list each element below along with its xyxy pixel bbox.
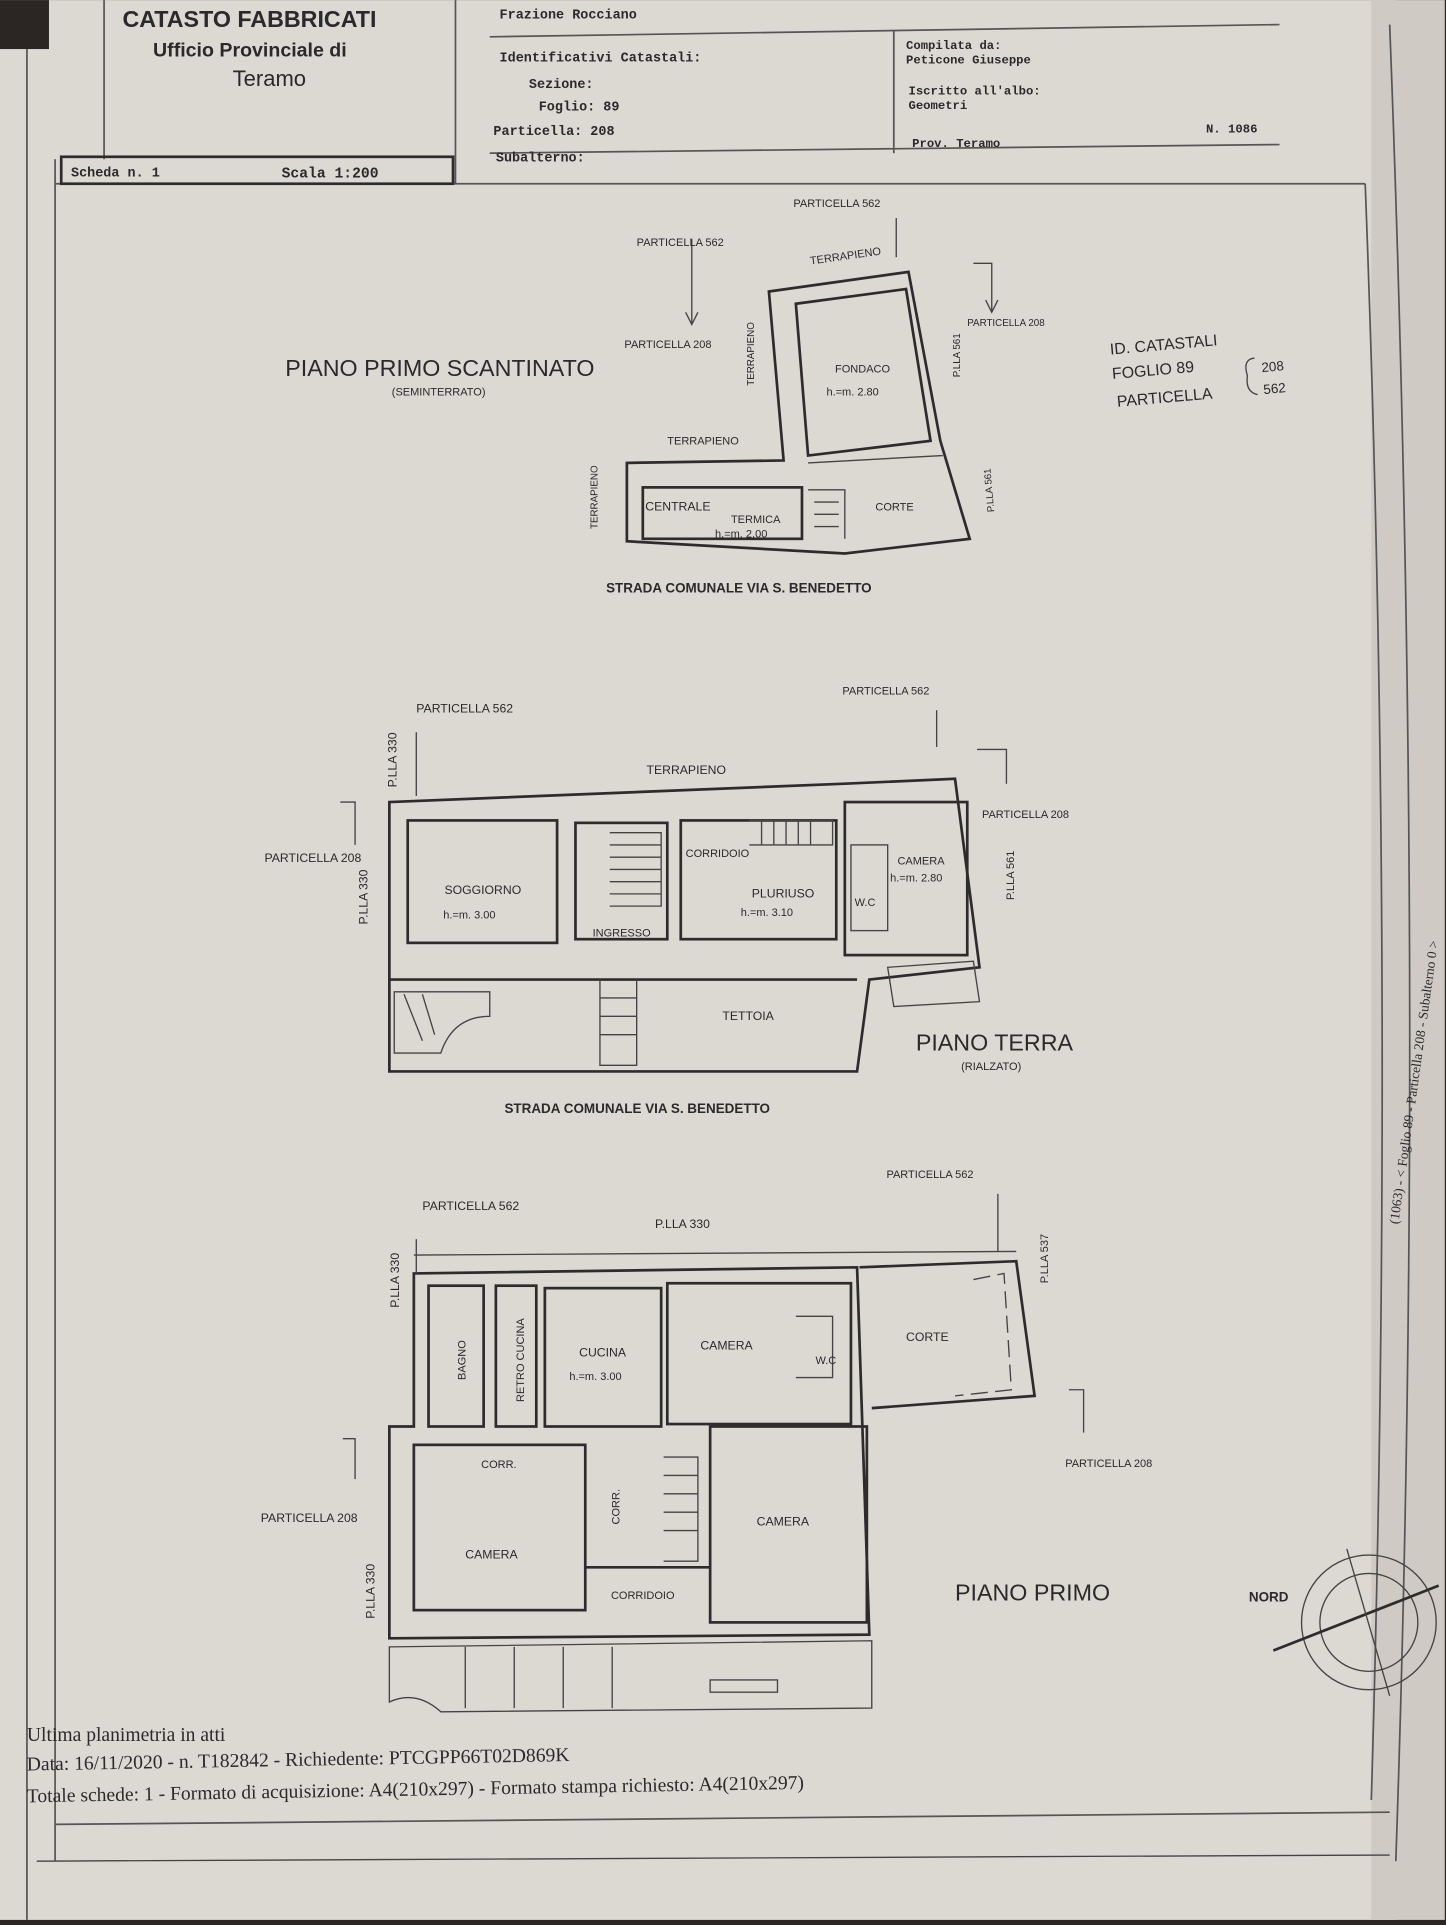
label-strada: STRADA COMUNALE VIA S. BENEDETTO	[504, 1101, 770, 1116]
plan-title: PIANO PRIMO	[955, 1579, 1110, 1605]
room-corr: CORR.	[611, 1489, 623, 1524]
room-camera: CAMERA	[700, 1338, 753, 1352]
plan-subtitle: (RIALZATO)	[961, 1061, 1021, 1073]
office-title: CATASTO FABBRICATI	[122, 6, 376, 32]
room-termica: TERMICA	[731, 514, 781, 526]
room-camera: CAMERA	[897, 855, 945, 867]
room-termica-height: h.=m. 2,00	[715, 529, 767, 541]
iscritto-value: Geometri	[908, 99, 967, 113]
label-particella-208: PARTICELLA 208	[624, 339, 711, 351]
label-terrapieno: TERRAPIENO	[646, 763, 726, 777]
office-city: Teramo	[233, 66, 306, 91]
foglio: Foglio: 89	[539, 100, 620, 115]
label-particella-562: PARTICELLA 562	[842, 685, 929, 697]
label-terrapieno: TERRAPIENO	[590, 465, 601, 529]
room-soggiorno-height: h.=m. 3.00	[443, 909, 495, 921]
label-terrapieno: TERRAPIENO	[746, 322, 757, 386]
label-plla-537: P.LLA 537	[1039, 1234, 1051, 1283]
room-camera: CAMERA	[757, 1515, 810, 1529]
room-cucina-height: h.=m. 3.00	[569, 1371, 621, 1383]
room-camera: CAMERA	[465, 1548, 518, 1562]
room-corte: CORTE	[875, 502, 913, 514]
room-bagno: BAGNO	[456, 1340, 468, 1380]
plan-subtitle: (SEMINTERRATO)	[392, 387, 486, 399]
paper	[0, 0, 1396, 1920]
label-terrapieno: TERRAPIENO	[667, 436, 739, 448]
label-plla-561: P.LLA 561	[982, 468, 997, 513]
albo-number: N. 1086	[1206, 122, 1257, 136]
id-particella-2: 562	[1263, 380, 1287, 397]
provincia: Prov. Teramo	[912, 137, 1000, 151]
label-particella-208: PARTICELLA 208	[261, 1511, 358, 1525]
room-corridoio: CORRIDOIO	[686, 848, 750, 860]
header: CATASTO FABBRICATI Ufficio Provinciale d…	[59, 0, 1280, 186]
room-fondaco-height: h.=m. 2.80	[826, 387, 878, 399]
room-corte: CORTE	[906, 1330, 949, 1344]
room-pluriuso-height: h.=m. 3.10	[741, 907, 793, 919]
subalterno: Subalterno:	[496, 152, 585, 167]
label-particella-208: PARTICELLA 208	[967, 318, 1045, 329]
label-plla-330: P.LLA 330	[655, 1217, 710, 1231]
frazione: Frazione Rocciano	[500, 8, 637, 23]
plan-basement: PARTICELLA 562 PARTICELLA 562 PARTICELLA…	[285, 198, 1045, 596]
room-tettoia: TETTOIA	[722, 1009, 774, 1023]
room-ingresso: INGRESSO	[593, 928, 652, 940]
label-particella-562: PARTICELLA 562	[793, 198, 880, 210]
label-plla-330: P.LLA 330	[356, 869, 370, 924]
label-particella-562: PARTICELLA 562	[422, 1199, 519, 1213]
label-particella-562: PARTICELLA 562	[886, 1169, 973, 1181]
label-plla-561: P.LLA 561	[1005, 851, 1017, 900]
particella: Particella: 208	[493, 125, 614, 140]
label-particella-208: PARTICELLA 208	[982, 809, 1069, 821]
id-particella-1: 208	[1261, 358, 1285, 375]
iscritto-label: Iscritto all'albo:	[908, 84, 1040, 98]
room-wc: W.C	[855, 897, 876, 909]
room-cucina: CUCINA	[579, 1346, 627, 1360]
compilata-name: Peticone Giuseppe	[906, 54, 1031, 68]
compilata-label: Compilata da:	[906, 39, 1001, 53]
room-fondaco: FONDACO	[835, 363, 890, 375]
room-corr: CORR.	[481, 1459, 516, 1471]
footer-line-1: Ultima planimetria in atti	[27, 1725, 226, 1746]
room-camera-height: h.=m. 2.80	[890, 873, 942, 885]
label-plla-561: P.LLA 561	[952, 333, 963, 377]
room-centrale: CENTRALE	[645, 500, 710, 514]
label-particella-208: PARTICELLA 208	[1065, 1458, 1152, 1470]
label-plla-330: P.LLA 330	[386, 732, 400, 787]
room-retro-cucina: RETRO CUCINA	[515, 1318, 527, 1402]
sezione: Sezione:	[529, 78, 594, 93]
nord-label: NORD	[1249, 1590, 1289, 1605]
plan-ground: PARTICELLA 562 PARTICELLA 562 PARTICELLA…	[264, 685, 1073, 1116]
scale: Scala 1:200	[282, 167, 379, 183]
label-particella-208: PARTICELLA 208	[264, 851, 361, 865]
room-soggiorno: SOGGIORNO	[444, 883, 521, 897]
plan-title: PIANO TERRA	[916, 1030, 1074, 1056]
room-corridoio: CORRIDOIO	[611, 1590, 675, 1602]
label-particella-562: PARTICELLA 562	[416, 702, 513, 716]
label-particella-562: PARTICELLA 562	[637, 237, 724, 249]
plan-first: PARTICELLA 562 PARTICELLA 562 PARTICELLA…	[261, 1169, 1152, 1713]
ident-label: Identificativi Catastali:	[500, 51, 702, 66]
label-strada: STRADA COMUNALE VIA S. BENEDETTO	[606, 581, 872, 596]
label-plla-330: P.LLA 330	[364, 1564, 378, 1619]
office-subtitle: Ufficio Provinciale di	[153, 39, 347, 61]
north-arrow-icon: NORD	[1249, 1548, 1440, 1697]
scheda-number: Scheda n. 1	[71, 166, 160, 181]
room-pluriuso: PLURIUSO	[752, 887, 815, 901]
room-wc: W.C	[815, 1355, 836, 1367]
plan-title: PIANO PRIMO SCANTINATO	[285, 355, 594, 381]
label-plla-330: P.LLA 330	[388, 1253, 402, 1308]
